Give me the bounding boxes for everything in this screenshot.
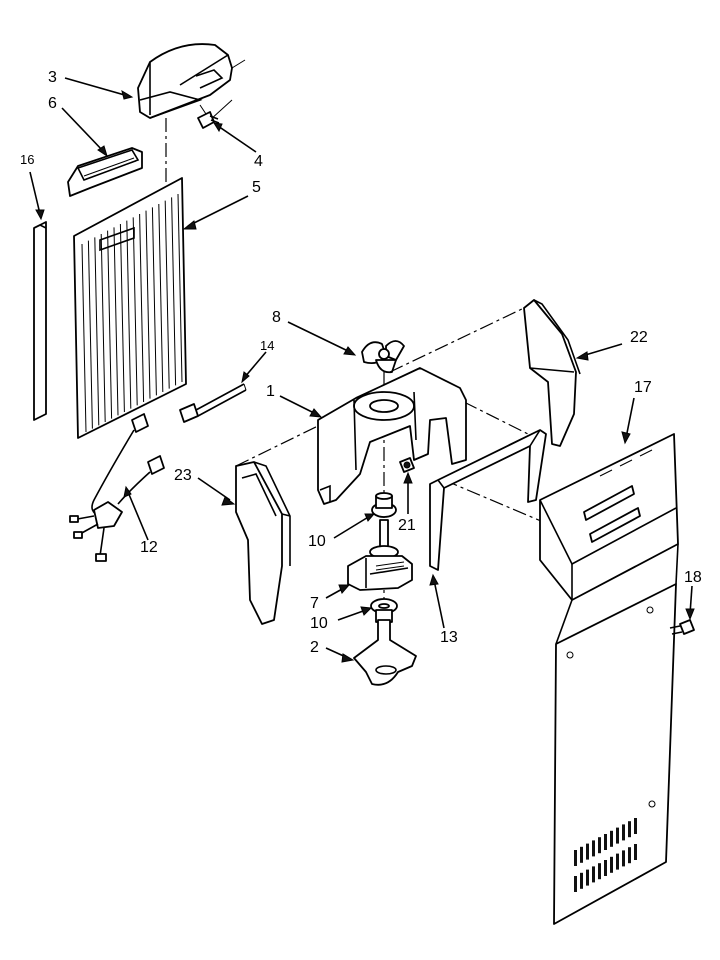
evaporator-fin <box>113 227 119 416</box>
callout-3: 3 <box>48 69 57 86</box>
part-3-duct-cover <box>137 43 246 119</box>
vent-slot <box>604 860 607 876</box>
evaporator-fin <box>107 230 113 419</box>
part-2-motor-bracket <box>353 619 417 686</box>
vent-slot <box>628 821 631 838</box>
evaporator-fin <box>164 200 170 389</box>
evaporator-fin <box>87 240 93 429</box>
vent-slot <box>574 876 577 892</box>
leader-4 <box>217 125 257 153</box>
vent-slot <box>574 850 577 866</box>
callout-16: 16 <box>20 152 34 167</box>
leader-12 <box>127 491 149 541</box>
evaporator-fin <box>151 207 157 396</box>
alignment-line-23 <box>235 423 323 467</box>
callout-18: 18 <box>684 569 702 586</box>
vent-slot <box>580 872 583 889</box>
part-21-screw <box>399 457 415 473</box>
leader-8 <box>287 321 351 353</box>
leader-14 <box>243 351 267 379</box>
vent-slot <box>610 856 613 873</box>
vent-slot <box>586 843 589 860</box>
leader-22 <box>581 343 623 357</box>
callout-23: 23 <box>174 467 192 484</box>
evaporator-fin <box>171 197 177 386</box>
alignment-line-22 <box>389 307 525 373</box>
part-6-housing <box>67 147 143 197</box>
leader-17 <box>625 397 635 439</box>
callout-6: 6 <box>48 95 57 112</box>
callout-14: 14 <box>260 338 274 353</box>
evaporator-fin <box>81 243 87 433</box>
leader-16 <box>29 171 41 215</box>
leader-23 <box>197 477 231 501</box>
part-22-baffle-right <box>523 299 581 447</box>
part-16-strip <box>33 221 47 421</box>
callout-21: 21 <box>398 517 416 534</box>
leader-6 <box>61 107 105 153</box>
evaporator-fin <box>145 210 151 399</box>
leader-1 <box>279 395 317 415</box>
part-13-gasket <box>429 429 547 571</box>
evaporator-fin <box>119 223 125 413</box>
evaporator-fin <box>132 217 138 406</box>
evaporator-fin <box>126 220 132 409</box>
evaporator-fin <box>94 237 100 426</box>
callout-12: 12 <box>140 539 158 556</box>
callout-1: 1 <box>266 383 275 400</box>
vent-slot <box>598 837 601 854</box>
alignment-line-13 <box>443 479 549 525</box>
part-10-grommet-lower <box>370 598 398 623</box>
evaporator-fin <box>158 203 164 393</box>
part-23-baffle-left <box>235 461 291 625</box>
vent-slot <box>622 850 625 867</box>
part-17-rear-panel <box>539 433 679 925</box>
part-4-screw <box>197 111 220 129</box>
vent-slot <box>580 846 583 863</box>
evaporator-fin <box>177 193 183 383</box>
vent-slot <box>610 830 613 847</box>
callout-10-lower: 10 <box>310 615 328 632</box>
part-12-wire-harness <box>69 413 165 562</box>
leader-10-upper <box>333 515 371 539</box>
callout-22: 22 <box>630 329 648 346</box>
evaporator-fin <box>100 233 106 423</box>
part-5-evaporator <box>73 177 187 439</box>
callout-7: 7 <box>310 595 319 612</box>
leader-3 <box>64 77 129 97</box>
callout-10-upper: 10 <box>308 533 326 550</box>
part-1-fan-shroud <box>317 367 467 505</box>
leader-13 <box>433 579 445 629</box>
part-18-screw <box>669 619 695 635</box>
vent-slot <box>586 869 589 886</box>
part-8-fan-blade <box>361 340 405 374</box>
vent-slot <box>592 840 595 857</box>
part-7-fan-motor <box>347 519 413 591</box>
vent-slot <box>622 824 625 841</box>
leader-10-lower <box>337 609 367 621</box>
callout-13: 13 <box>440 629 458 646</box>
vent-slot <box>616 827 619 844</box>
vent-slot <box>634 844 637 860</box>
leader-5 <box>187 195 249 227</box>
alignment-line-17 <box>463 401 541 441</box>
callout-5: 5 <box>252 179 261 196</box>
evaporator-fin <box>139 213 145 403</box>
vent-slot <box>628 847 631 864</box>
callout-8: 8 <box>272 309 281 326</box>
part-14-sensor <box>179 383 247 423</box>
callout-2: 2 <box>310 639 319 656</box>
vent-slot <box>634 818 637 834</box>
callout-4: 4 <box>254 153 263 170</box>
part-10-grommet-upper <box>371 492 397 518</box>
vent-slot <box>598 863 601 880</box>
vent-slot <box>592 866 595 883</box>
vent-slot <box>604 834 607 850</box>
vent-slot <box>616 853 619 870</box>
callout-17: 17 <box>634 379 652 396</box>
